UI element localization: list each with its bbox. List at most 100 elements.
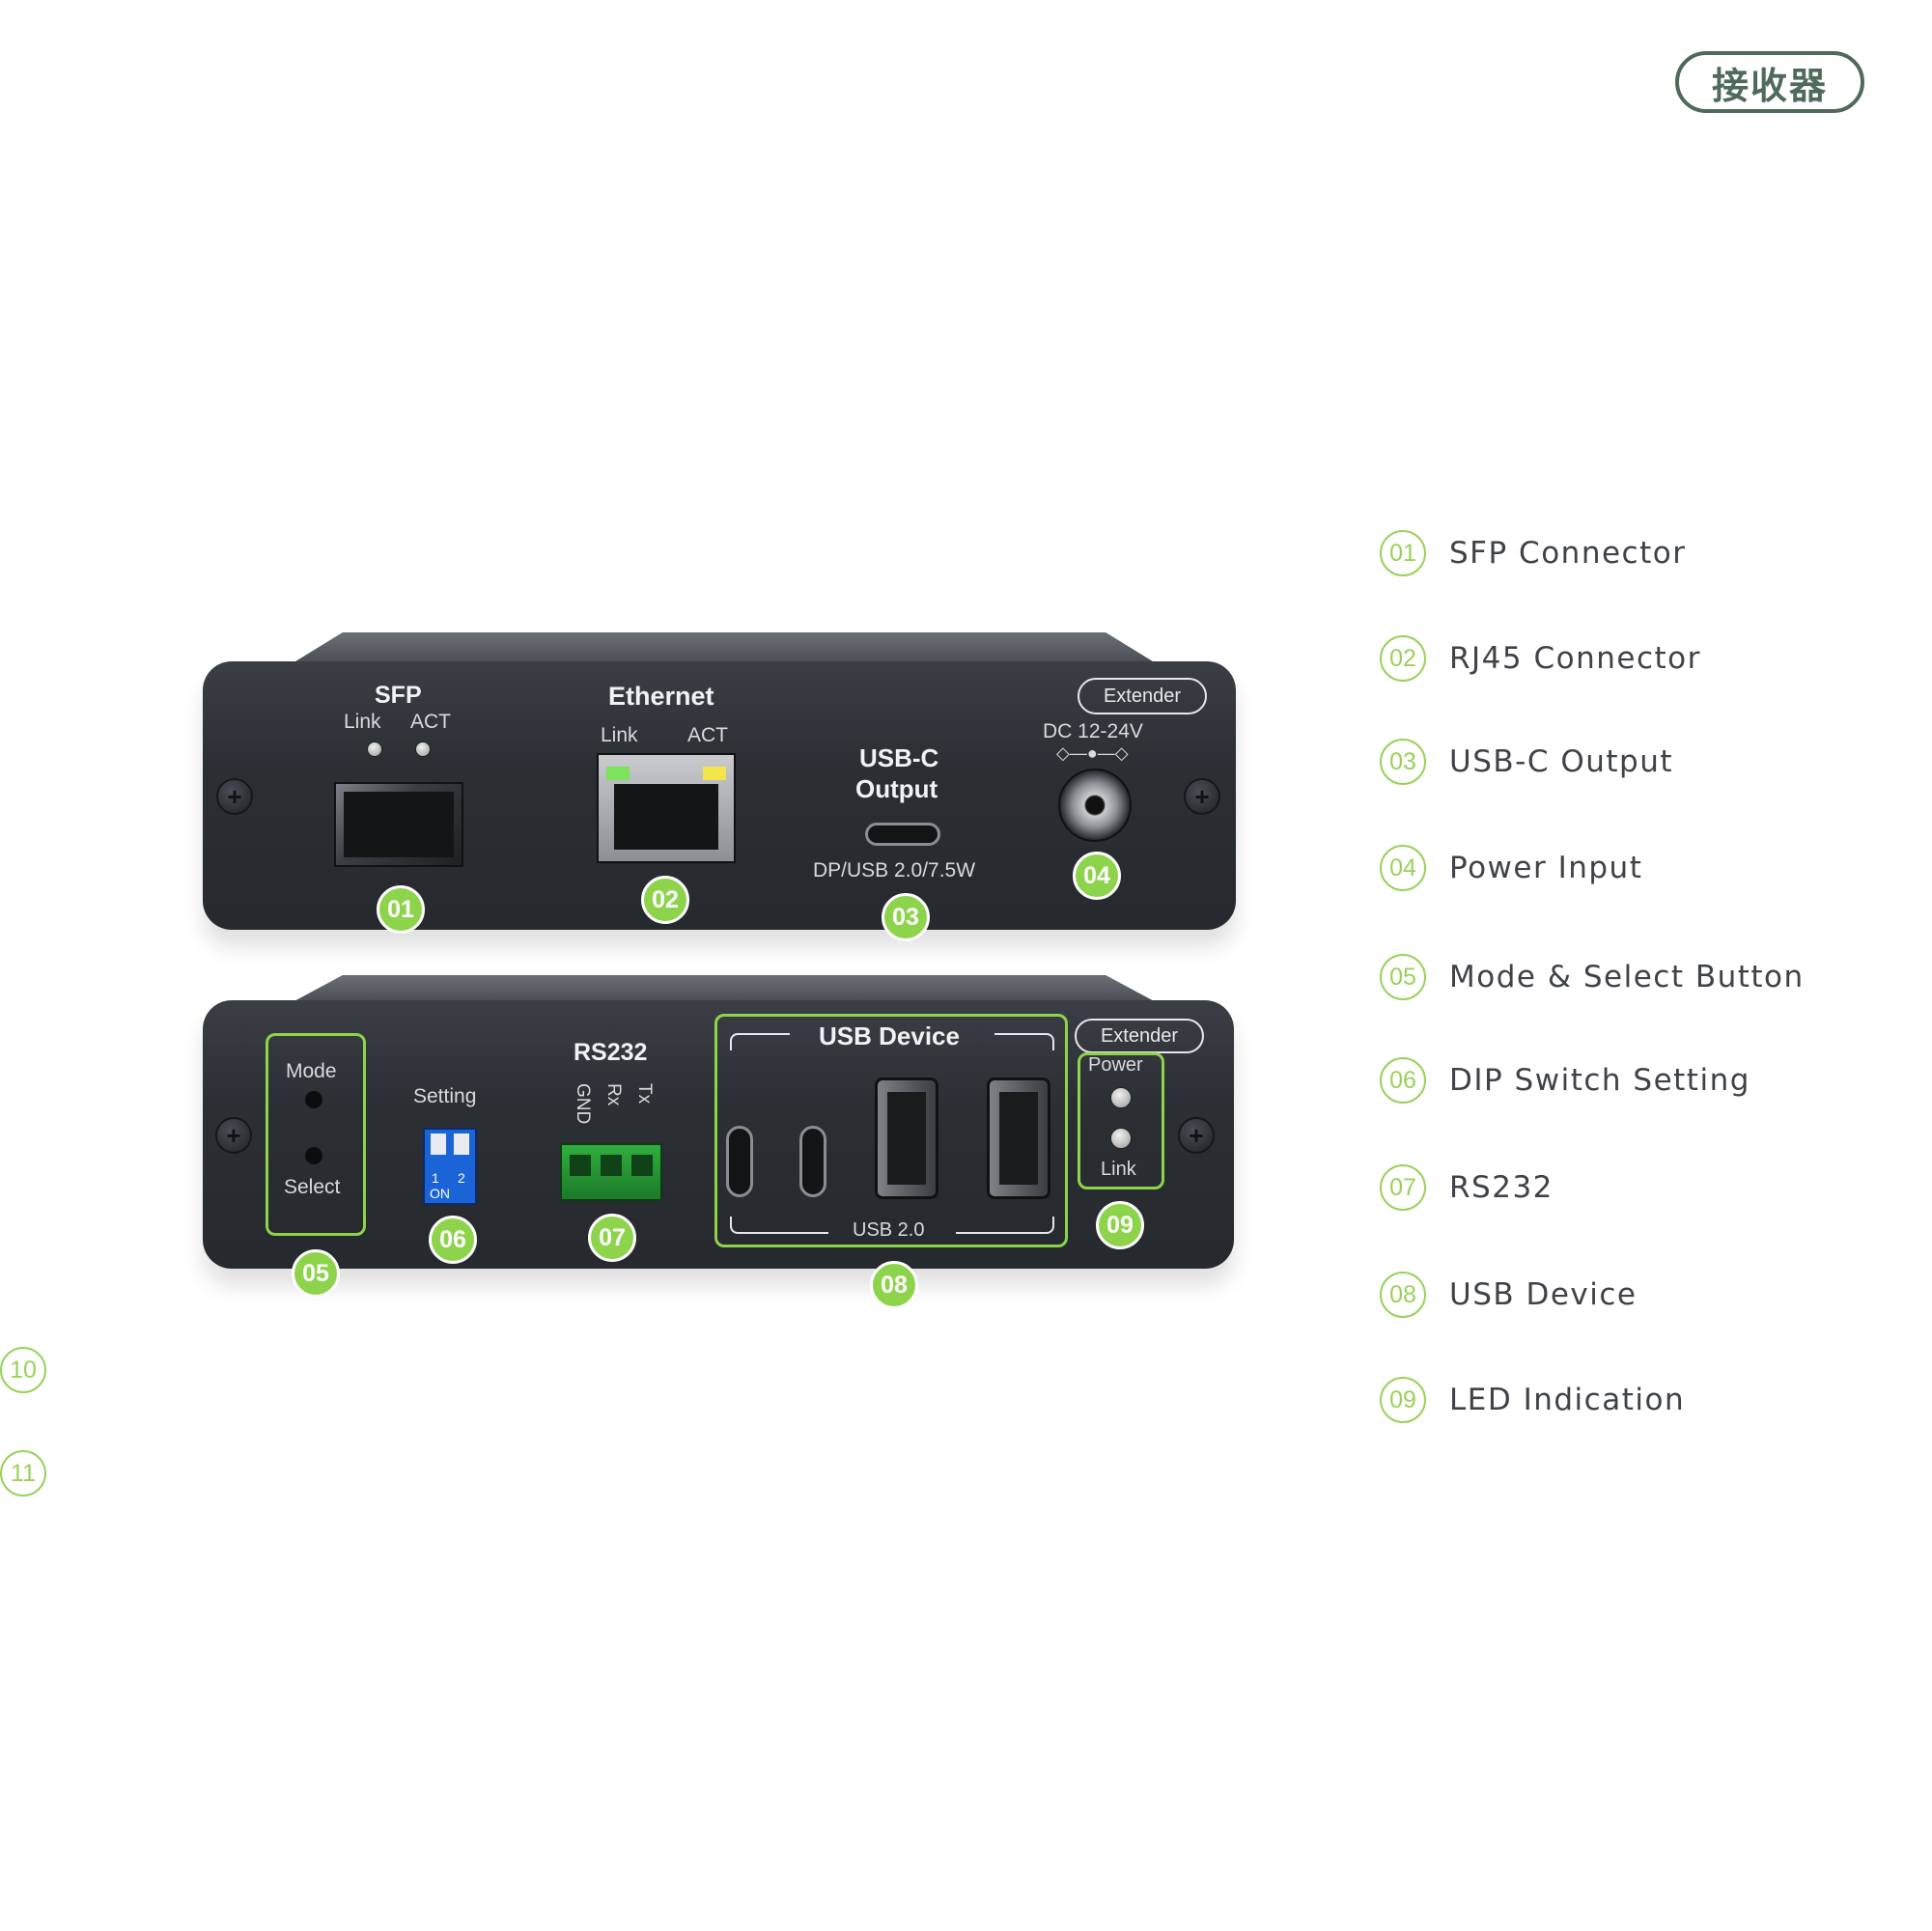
legend-text: RS232 <box>1449 1170 1554 1205</box>
mode-label: Mode <box>286 1060 337 1082</box>
legend-text: DIP Switch Setting <box>1449 1063 1750 1098</box>
ethernet-title: Ethernet <box>608 682 714 711</box>
usbc-spec: DP/USB 2.0/7.5W <box>813 859 976 882</box>
legend-text: USB-C Output <box>1449 744 1674 779</box>
rj45-act-led <box>703 767 726 780</box>
front-panel-top <box>292 632 1157 663</box>
legend-item: 07 RS232 <box>1380 1161 1554 1215</box>
legend-text: USB Device <box>1449 1277 1638 1312</box>
usb-device-title: USB Device <box>819 1021 960 1050</box>
legend-num: 09 <box>1380 1377 1426 1423</box>
usb-c-port-1[interactable] <box>726 1126 753 1197</box>
usbc-title-1: USB-C <box>859 743 939 772</box>
legend-text: SFP Connector <box>1449 536 1687 571</box>
legend-num: 06 <box>1380 1057 1426 1104</box>
usb-footer-label: USB 2.0 <box>853 1219 925 1241</box>
usb-a-port-2[interactable] <box>987 1077 1050 1199</box>
sfp-act-label: ACT <box>410 711 451 733</box>
mode-button[interactable] <box>305 1091 322 1108</box>
usb-title-line-right <box>994 1033 1054 1050</box>
side-num-10: 10 <box>0 1347 46 1393</box>
power-led-label: Power <box>1088 1054 1143 1076</box>
legend-item: 04 Power Input <box>1380 841 1642 895</box>
setting-label: Setting <box>413 1085 477 1107</box>
rs232-title: RS232 <box>574 1039 648 1066</box>
sfp-connector[interactable] <box>334 782 463 867</box>
link-led-label: Link <box>1101 1159 1136 1180</box>
legend-text: RJ45 Connector <box>1449 641 1701 676</box>
usb-title-line-left <box>730 1033 790 1050</box>
dip-toggle-1[interactable] <box>431 1133 446 1155</box>
rear-left-screw: + <box>215 1117 252 1154</box>
power-led <box>1110 1087 1132 1108</box>
usb-a-port-1[interactable] <box>875 1077 938 1199</box>
badge-02: 02 <box>641 876 689 924</box>
badge-08: 08 <box>870 1261 918 1309</box>
rj45-connector[interactable] <box>597 753 736 863</box>
rs232-pin-tx: Tx <box>634 1083 655 1105</box>
usb-c-port-2[interactable] <box>799 1126 826 1197</box>
badge-04: 04 <box>1073 852 1121 900</box>
receiver-pill: 接收器 <box>1675 51 1864 113</box>
side-num-11: 11 <box>0 1450 46 1497</box>
legend-text: Mode & Select Button <box>1449 960 1805 994</box>
badge-07: 07 <box>588 1214 636 1262</box>
usb-device-box <box>714 1014 1068 1247</box>
rear-extender-label: Extender <box>1075 1019 1204 1053</box>
badge-01: 01 <box>377 885 425 934</box>
badge-05: 05 <box>292 1249 340 1298</box>
select-button[interactable] <box>305 1147 322 1164</box>
usb-footer-line-right <box>956 1217 1054 1234</box>
legend-num: 08 <box>1380 1272 1426 1318</box>
dip-toggle-2[interactable] <box>454 1133 469 1155</box>
legend-num: 05 <box>1380 954 1426 1000</box>
rs232-terminal-block[interactable] <box>560 1143 662 1201</box>
rear-panel <box>203 1000 1234 1269</box>
legend-item: 06 DIP Switch Setting <box>1380 1053 1750 1107</box>
legend-item: 02 RJ45 Connector <box>1380 631 1701 686</box>
dip-num-2: 2 <box>458 1170 465 1186</box>
legend-num: 07 <box>1380 1164 1426 1211</box>
usb-footer-line-left <box>730 1217 828 1234</box>
legend-num: 04 <box>1380 845 1426 891</box>
sfp-title: SFP <box>375 682 422 709</box>
dc-label: DC 12-24V <box>1043 720 1143 742</box>
legend-item: 05 Mode & Select Button <box>1380 950 1805 1004</box>
usbc-output-port[interactable] <box>865 823 940 846</box>
sfp-link-led <box>367 742 382 757</box>
sfp-act-led <box>415 742 431 757</box>
front-extender-label: Extender <box>1078 678 1207 714</box>
dip-on-label: ON <box>430 1186 450 1201</box>
dip-switch[interactable]: 1 2 ON <box>423 1128 477 1205</box>
badge-03: 03 <box>882 893 930 941</box>
rs232-pin-gnd: GND <box>573 1083 593 1125</box>
legend-item: 09 LED Indication <box>1380 1373 1685 1427</box>
legend-num: 02 <box>1380 635 1426 682</box>
rj45-link-led <box>606 767 630 780</box>
rear-panel-top <box>292 975 1157 1002</box>
legend-text: Power Input <box>1449 851 1643 885</box>
eth-act-label: ACT <box>687 724 728 746</box>
dip-num-1: 1 <box>432 1170 439 1186</box>
front-right-screw: + <box>1184 778 1220 815</box>
eth-link-label: Link <box>601 724 638 746</box>
legend-item: 08 USB Device <box>1380 1268 1638 1322</box>
polarity-icon: ◇—●—◇ <box>1056 743 1129 763</box>
power-input-jack[interactable] <box>1058 769 1132 842</box>
rear-right-screw: + <box>1178 1117 1215 1154</box>
link-led <box>1110 1128 1132 1149</box>
front-left-screw: + <box>216 778 253 815</box>
legend-text: LED Indication <box>1449 1383 1686 1417</box>
legend-item: 03 USB-C Output <box>1380 735 1673 789</box>
legend-item: 01 SFP Connector <box>1380 526 1686 580</box>
mode-select-box <box>266 1033 366 1236</box>
legend-num: 03 <box>1380 739 1426 785</box>
usbc-title-2: Output <box>855 774 938 803</box>
led-box <box>1078 1052 1164 1189</box>
badge-06: 06 <box>429 1216 477 1264</box>
badge-09: 09 <box>1096 1201 1144 1249</box>
rs232-pin-rx: Rx <box>603 1083 624 1106</box>
select-label: Select <box>284 1176 341 1198</box>
legend-num: 01 <box>1380 530 1426 576</box>
sfp-link-label: Link <box>344 711 381 733</box>
